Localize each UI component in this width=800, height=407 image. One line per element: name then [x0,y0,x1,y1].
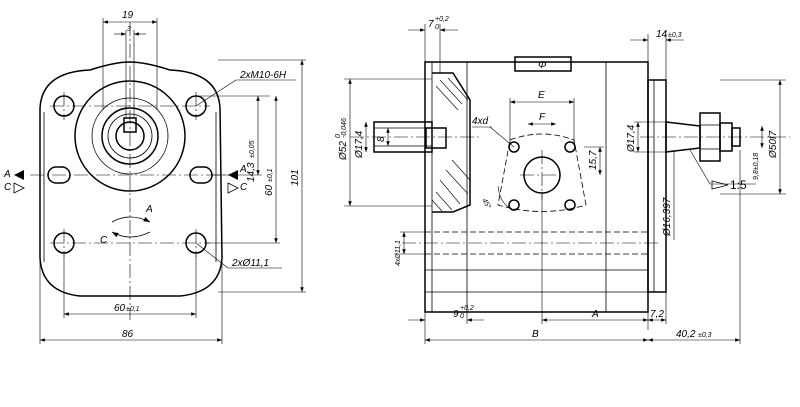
rotation-arrow-c [112,232,150,237]
label-e: E [538,90,545,101]
bolt-hole-1 [509,142,519,152]
bolt-hole-4 [565,200,575,210]
dim-101: 101 [290,169,301,186]
dim-60-horizontal: 60 [114,303,126,314]
dim-9-8: 9,8±0,18 [753,153,760,180]
dim-9: 9 [453,309,459,320]
dim-86: 86 [122,329,134,340]
svg-text:±0,3: ±0,3 [668,32,682,39]
side-flange [648,80,666,292]
dim-16-397: Ø16,397 [662,197,673,237]
dim-7-2: 7,2 [650,309,664,320]
port-label-c-right: C [240,182,248,193]
port-marker-a-left [14,170,24,180]
dim-17-4-left: Ø17,4 [354,130,365,159]
svg-text:+0,2: +0,2 [435,16,449,23]
dim-8: 8 [376,136,387,142]
port-label-a-right: A [239,164,247,175]
dim-4x11-1: 4xØ11,1 [395,240,402,266]
svg-text:0: 0 [335,134,342,138]
dim-19: 19 [122,10,134,21]
label-a-dim: A [591,309,599,320]
front-shaft [116,122,144,150]
dim-15-7: 15,7 [588,150,599,170]
dim-14: 14 [656,29,668,40]
dim-4xd: 4xd [472,116,489,127]
dim-60-vertical: 60 [264,184,275,196]
flatness-symbol: Φ [538,60,546,71]
svg-text:±0,05: ±0,05 [249,140,256,158]
svg-text:±0,1: ±0,1 [126,306,140,313]
label-f: F [539,112,546,123]
rotation-label-c: C [100,235,108,246]
id-plate [515,57,571,71]
port-label-c-left: C [4,182,12,193]
rotation-label-a: A [145,204,153,215]
front-key-slot [124,118,136,132]
front-view: A C A C A C 19 3 2xM10-6H 14,3 ±0,05 [3,10,306,344]
svg-text:±0,1: ±0,1 [267,168,274,182]
dim-45: 45° [480,197,492,210]
svg-text:-0,046: -0,046 [341,118,348,138]
svg-text:0: 0 [460,313,464,320]
side-body [425,62,648,312]
svg-text:0: 0 [435,24,439,31]
svg-text:±0,3: ±0,3 [698,332,712,339]
dim-17-4-right: Ø17,4 [626,124,637,153]
dim-50f7: Ø50f7 [768,130,779,159]
section-hatch [432,78,470,211]
taper-symbol [712,181,728,189]
svg-text:+0,2: +0,2 [460,305,474,312]
dim-40-2: 40,2 [676,329,696,340]
port-label-a-left: A [3,169,11,180]
bolt-hole-2 [565,142,575,152]
hole-callout: 2xØ11,1 [231,258,269,269]
front-boss-outer [75,81,185,191]
thread-callout: 2xM10-6H [239,70,287,81]
rotation-arrow-a [112,217,150,222]
dim-7: 7 [428,19,434,30]
front-body-outline [40,62,222,296]
label-b-dim: B [532,329,539,340]
taper-label: 1:5 [730,178,747,192]
front-port-left [48,167,70,183]
side-view: Φ E F [335,16,790,344]
dim-3: 3 [127,26,131,33]
dim-52: Ø52 [338,141,349,161]
dim-14-3: 14,3 [246,162,257,182]
side-section [432,73,470,212]
